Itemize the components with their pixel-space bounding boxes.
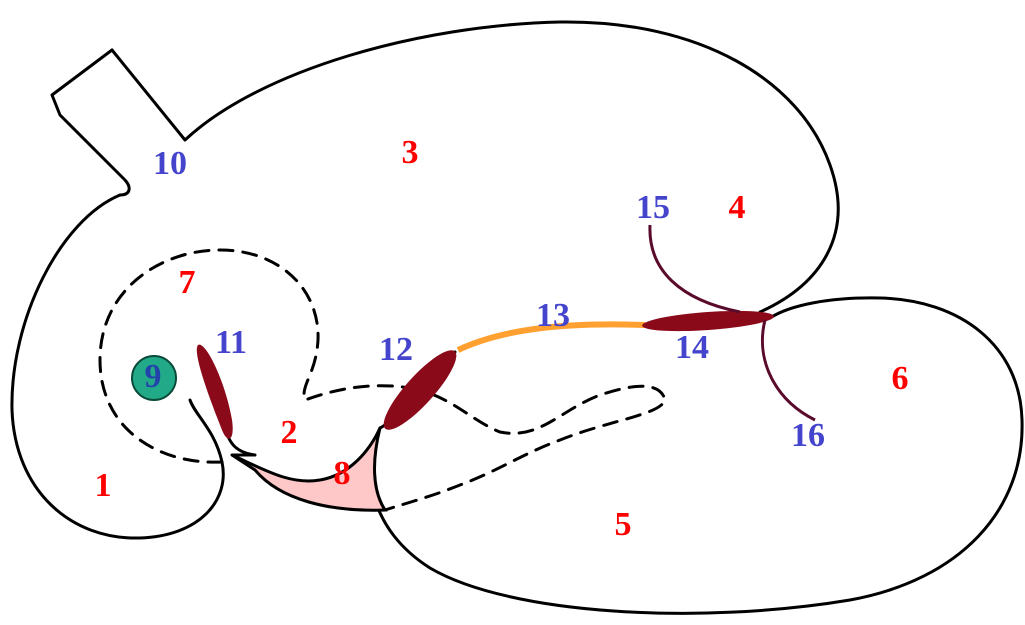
label-5: 5 (615, 506, 632, 543)
structure-14 (642, 310, 774, 332)
label-14: 14 (675, 329, 709, 366)
label-10: 10 (153, 145, 187, 182)
label-3: 3 (402, 134, 419, 171)
structure-13 (456, 321, 646, 353)
structure-11 (196, 344, 233, 439)
tube-outline (50, 48, 131, 197)
label-15: 15 (636, 189, 670, 226)
structure-9 (131, 355, 177, 401)
label-13: 13 (536, 297, 570, 334)
dashed-duct (383, 384, 667, 512)
label-12: 12 (379, 331, 413, 368)
label-11: 11 (215, 324, 247, 361)
label-8: 8 (334, 455, 351, 492)
label-9: 9 (145, 358, 162, 395)
region-8-fill (231, 427, 388, 512)
line-16 (760, 319, 816, 422)
region-7-dashed-outline (98, 248, 412, 464)
lower-body-outline (369, 296, 1024, 615)
label-4: 4 (729, 189, 746, 226)
label-2: 2 (281, 414, 298, 451)
label-7: 7 (179, 264, 196, 301)
label-1: 1 (95, 467, 112, 504)
line-15 (648, 224, 741, 314)
label-6: 6 (892, 360, 909, 397)
label-16: 16 (791, 417, 825, 454)
structure-12 (383, 350, 457, 430)
